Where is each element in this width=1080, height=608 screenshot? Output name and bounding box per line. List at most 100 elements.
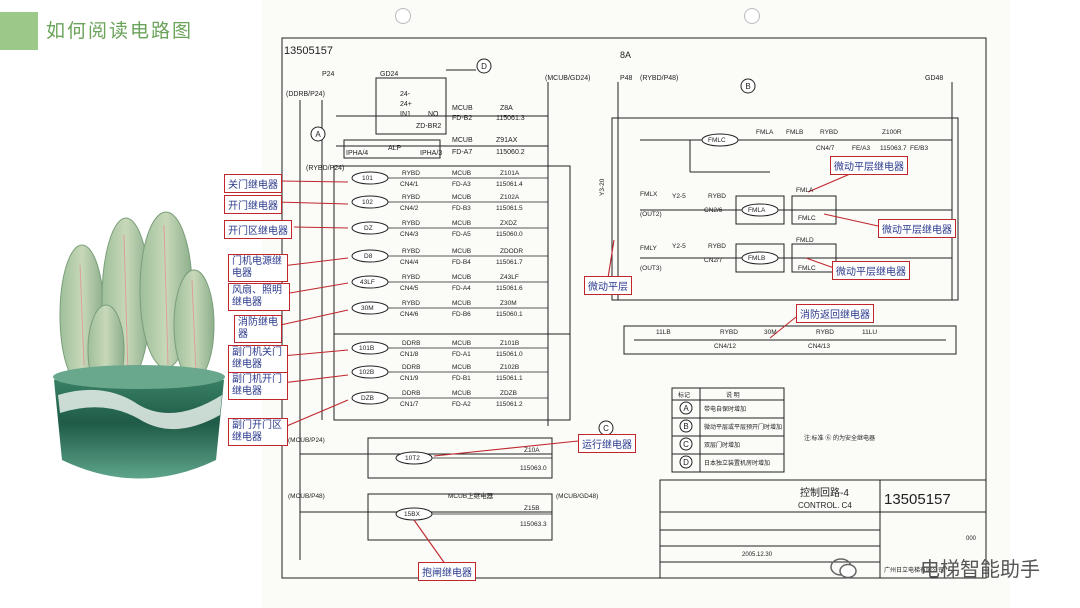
svg-text:FD-B1: FD-B1 [452,375,471,382]
svg-text:RYBD: RYBD [402,300,420,307]
legend-header: 说 明 [726,391,740,399]
svg-text:Z101B: Z101B [500,340,519,347]
coil-label: FMLC [708,137,726,144]
legend-row: 日本独立装置机房时增加 [704,459,770,467]
contact-label: CN2/6 [704,207,723,214]
cactus-illustration [53,211,225,479]
legend-note: 注:标准 ⑥ 的为安全继电器 [804,434,875,442]
alp-right: IPHA/3 [420,150,442,157]
svg-text:FD-B6: FD-B6 [452,311,471,318]
contact-label: FMLX [640,191,658,198]
legend-row: 双层门时增加 [704,441,740,449]
svg-text:MCUB: MCUB [452,248,471,255]
svg-text:101: 101 [362,175,373,182]
svg-text:B: B [683,422,688,431]
contact-label: FMLA [748,207,766,214]
title-bar: 如何阅读电路图 [0,12,250,50]
svg-text:Z101A: Z101A [500,170,520,177]
contact-label: RYBD [708,243,726,250]
run-relay-ref: 115063.0 [520,465,547,472]
brake-relay-coil: 15BX [404,511,421,518]
bus-ddrb-p24: (DDRB/P24) [286,91,325,98]
svg-text:(RYBD/P24): (RYBD/P24) [306,165,344,172]
svg-text:RYBD: RYBD [402,220,420,227]
svg-text:Z43LF: Z43LF [500,274,519,281]
svg-text:D8: D8 [364,253,373,260]
relay-row: 101 RYBD CN4/1 MCUB FD-A3 Z101A 115061.4 [362,170,523,188]
contact-label: Y2-5 [672,193,686,200]
svg-text:115061.5: 115061.5 [496,205,523,212]
title-block-name-en: CONTROL. C4 [798,501,852,510]
svg-text:115061.6: 115061.6 [496,285,523,292]
top-row-wire: Z8A [500,105,513,112]
svg-text:MCUB: MCUB [452,340,471,347]
svg-text:Z30M: Z30M [500,300,517,307]
svg-text:ZDODR: ZDODR [500,248,523,255]
svg-text:RYBD: RYBD [402,248,420,255]
svg-text:CN4/1: CN4/1 [400,181,419,188]
svg-text:115061.2: 115061.2 [496,401,523,408]
svg-text:A: A [315,130,321,139]
alp-mid: ALP [388,145,402,152]
svg-text:B: B [745,82,750,91]
svg-text:FD-A5: FD-A5 [452,231,471,238]
contact-label: RYBD [720,329,738,336]
contact-label: CN4/7 [816,145,835,152]
svg-text:115061.4: 115061.4 [496,181,523,188]
svg-text:FD-A1: FD-A1 [452,351,471,358]
contact-label: (OUT2) [640,211,662,218]
contact-label: RYBD [820,129,838,136]
watermark: 电梯智能助手 [920,557,1040,581]
svg-text:43LF: 43LF [360,279,375,286]
top-row-bus: MCUB [452,105,473,112]
svg-text:102B: 102B [359,369,374,376]
svg-text:DDRB: DDRB [402,364,420,371]
svg-text:CN4/6: CN4/6 [400,311,419,318]
svg-text:CN1/9: CN1/9 [400,375,419,382]
title-block-rev: 000 [966,536,977,542]
svg-text:ZDZB: ZDZB [500,390,517,397]
gd24-pin: NO [428,111,439,118]
svg-text:115060.0: 115060.0 [496,231,523,238]
relay-row: DZB DDRB CN1/7 MCUB FD-A2 ZDZB 115061.2 [361,390,523,408]
brake-relay-wire: Z15B [524,505,540,512]
brake-relay-ref: 115063.3 [520,521,547,528]
drawing-number-top: 13505157 [284,45,333,57]
contact-label: FMLD [796,237,814,244]
contact-label: 30M [764,329,777,336]
alp-left: IPHA/4 [346,150,368,157]
gd24-pin: 24+ [400,101,412,108]
brake-relay-note: MCUB上继电器 [448,491,494,500]
svg-text:115061.1: 115061.1 [496,375,523,382]
title-block-number: 13505157 [884,491,951,508]
svg-text:C: C [603,424,609,433]
relay-row: DZ RYBD CN4/3 MCUB FD-A5 ZXDZ 115060.0 [364,220,523,238]
contact-label: Y2-5 [672,243,686,250]
run-relay-coil: 10T2 [405,455,420,462]
svg-text:115061.7: 115061.7 [496,259,523,266]
svg-text:MCUB: MCUB [452,170,471,177]
svg-text:RYBD: RYBD [402,170,420,177]
contact-label: CN4/13 [808,343,830,350]
title-accent-block [0,12,38,50]
svg-text:30M: 30M [361,305,374,312]
run-relay-bus: (MCUB/P24) [288,437,325,444]
contact-label: FMLC [798,265,816,272]
top-row-ref: 115060.2 [496,149,525,156]
svg-text:Z102B: Z102B [500,364,519,371]
relay-row: 43LF RYBD CN4/5 MCUB FD-A4 Z43LF 115061.… [360,274,523,292]
svg-text:102: 102 [362,199,373,206]
legend-header: 标记 [678,391,690,399]
run-relay-wire: Z10A [524,447,540,454]
svg-text:FD-A2: FD-A2 [452,401,471,408]
brake-relay-bus-l: (MCUB/P48) [288,493,325,500]
svg-text:D: D [481,62,487,71]
svg-text:CN4/4: CN4/4 [400,259,419,266]
svg-text:MCUB: MCUB [452,220,471,227]
svg-text:MCUB: MCUB [452,274,471,281]
contact-label: 115063.7 [880,145,907,152]
relay-row: 102B DDRB CN1/9 MCUB FD-B1 Z102B 115061.… [359,364,523,382]
contact-label: 11LB [656,329,671,336]
